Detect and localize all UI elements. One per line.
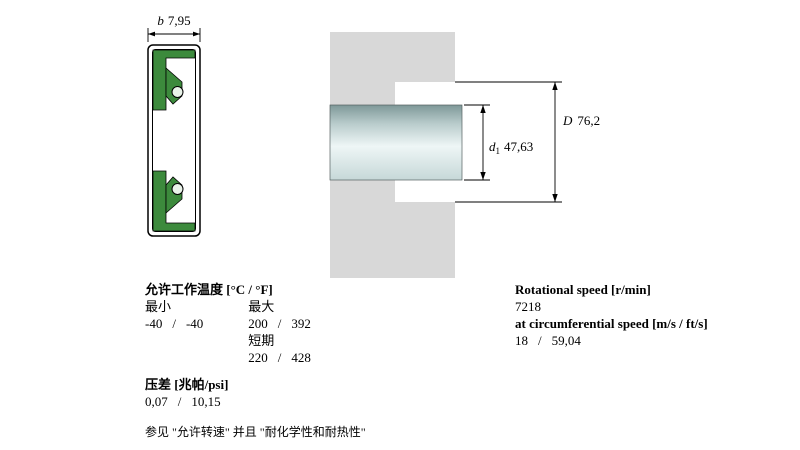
dim-value-D: 76,2 bbox=[577, 113, 600, 128]
max-celsius: 200 bbox=[248, 316, 268, 331]
short-term-label-row: 短期 bbox=[145, 332, 515, 349]
pressure-psi: 10,15 bbox=[191, 394, 221, 409]
dim-value-d1: 47,63 bbox=[504, 139, 533, 154]
min-label: 最小 bbox=[145, 299, 172, 314]
arrowhead-right bbox=[193, 31, 200, 37]
D-arrowhead-top bbox=[552, 82, 558, 90]
max-values: 200 / 392 bbox=[248, 315, 311, 332]
seal-top-rubber-body bbox=[152, 49, 196, 111]
D-arrowhead-bottom bbox=[552, 194, 558, 202]
dim-letter-d: d bbox=[489, 139, 496, 154]
min-max-labels-row: 最小 最大 bbox=[145, 298, 515, 315]
circumferential-speed-values: 18 / 59,04 bbox=[515, 332, 785, 349]
rotational-speed-heading: Rotational speed [r/min] bbox=[515, 282, 651, 297]
seal-width-dimension bbox=[147, 28, 201, 42]
d1-arrowhead-top bbox=[480, 105, 486, 113]
seal-cross-section-drawing: b 7,95 bbox=[147, 13, 201, 237]
shaft-diameter-dimension bbox=[464, 104, 490, 181]
value-separator: / bbox=[277, 350, 282, 365]
outer-diameter-label: D 76,2 bbox=[562, 113, 600, 128]
pressure-heading: 压差 [兆帕/psi] bbox=[145, 377, 229, 392]
max-fahrenheit: 392 bbox=[291, 316, 311, 331]
max-label: 最大 bbox=[248, 299, 275, 314]
see-also-footnote: 参见 "允许转速" 并且 "耐化学性和耐热性" bbox=[145, 425, 366, 439]
value-separator: / bbox=[538, 333, 542, 348]
short-fahrenheit: 428 bbox=[291, 350, 311, 365]
seal-top-garter-spring bbox=[171, 86, 184, 98]
dim-value-b: 7,95 bbox=[168, 13, 191, 28]
outer-diameter-dimension bbox=[455, 81, 562, 203]
min-celsius: -40 bbox=[145, 316, 163, 331]
seal-bottom-rubber-body bbox=[152, 170, 196, 232]
temperature-heading: 允许工作温度 [°C / °F] bbox=[145, 282, 273, 297]
dim-letter-D: D bbox=[562, 113, 573, 128]
short-term-values-row: 220 / 428 bbox=[145, 349, 515, 366]
short-celsius: 220 bbox=[248, 350, 268, 365]
short-term-label: 短期 bbox=[248, 333, 275, 348]
circ-speed-fts: 59,04 bbox=[551, 333, 581, 348]
dim-letter-b: b bbox=[157, 13, 164, 28]
d1-arrowhead-bottom bbox=[480, 172, 486, 180]
short-term-values: 220 / 428 bbox=[248, 349, 311, 366]
arrowhead-left bbox=[148, 31, 155, 37]
dim-sub-1: 1 bbox=[496, 146, 501, 156]
min-values: -40 / -40 bbox=[145, 315, 245, 332]
pressure-mpa: 0,07 bbox=[145, 394, 168, 409]
pressure-values-row: 0,07 / 10,15 bbox=[145, 393, 515, 410]
rotational-speed-value: 7218 bbox=[515, 299, 541, 314]
speed-specs: Rotational speed [r/min] 7218 at circumf… bbox=[515, 281, 785, 349]
min-max-values-row: -40 / -40 200 / 392 bbox=[145, 315, 515, 332]
circumferential-speed-heading: at circumferential speed [m/s / ft/s] bbox=[515, 316, 708, 331]
temperature-pressure-specs: 允许工作温度 [°C / °F] 最小 最大 -40 / -40 200 / 392 短… bbox=[145, 281, 515, 441]
value-separator: / bbox=[177, 394, 182, 409]
shaft bbox=[329, 104, 463, 181]
value-separator: / bbox=[172, 316, 176, 331]
seal-inner-case bbox=[152, 49, 196, 232]
min-fahrenheit: -40 bbox=[185, 316, 204, 331]
value-separator: / bbox=[277, 316, 282, 331]
seal-width-dimension-label: b 7,95 bbox=[157, 13, 190, 28]
seal-bottom-garter-spring bbox=[171, 183, 184, 195]
circ-speed-ms: 18 bbox=[515, 333, 528, 348]
